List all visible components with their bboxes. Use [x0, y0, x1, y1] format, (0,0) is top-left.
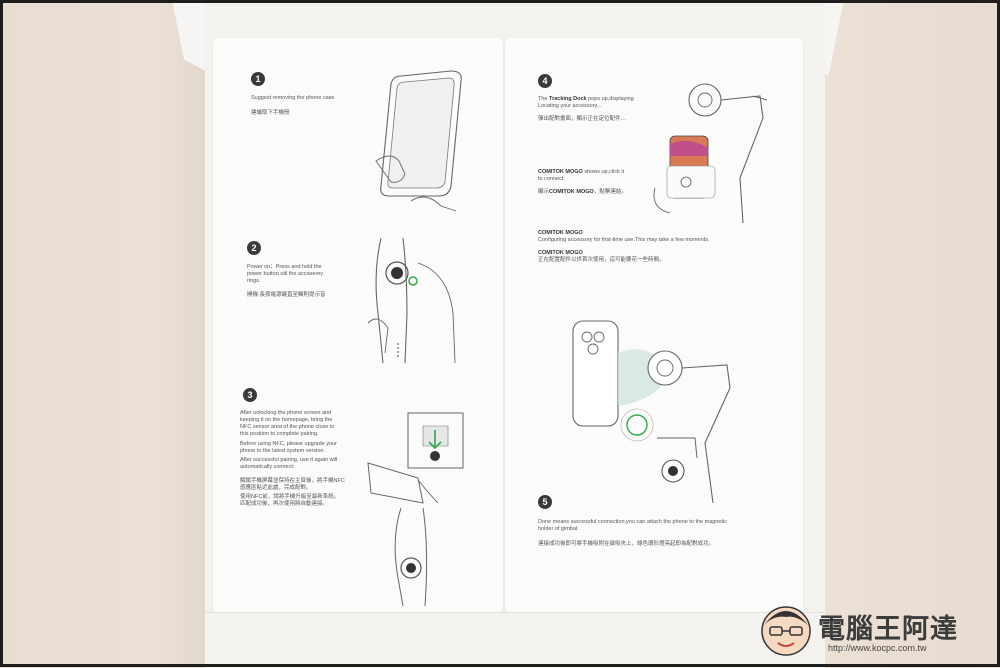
step-3-text-en-5: Before using NFC, please upgrade your [240, 441, 337, 447]
instruction-panel-right: 4 The Tracking Dock pops up,displaying L… [505, 38, 803, 613]
step-4-text-line2: Locating your accessory... [538, 103, 602, 109]
step-2-text-en-2: power button util the accseeory [247, 271, 324, 277]
step-3-text-en-4: this position to complete pairing. [240, 431, 319, 437]
step-3-text-en-3: NFC sensor area of the phone close to [240, 424, 335, 430]
step-4-text-line1: The Tracking Dock pops up,displaying [538, 96, 634, 102]
step-3-text-zh-3: 使用NFC前，請將手機升級至最新系統。 [240, 494, 340, 500]
mascot-icon [761, 606, 811, 656]
remove-case-illustration [375, 70, 462, 212]
power-on-illustration [367, 237, 456, 364]
step-1-number: 1 [251, 72, 265, 86]
step-3-text-en-8: automatically connect. [240, 464, 295, 470]
step-3-text-en-2: keeping it on the homepage, bring the [240, 417, 333, 423]
step-4-number: 4 [538, 74, 552, 88]
step-5-number: 5 [538, 495, 552, 509]
step-2-text-zh: 開機:長按電源鍵直至觸則提示音 [247, 292, 326, 298]
watermark-title: 電腦王阿達 [818, 614, 958, 645]
step-3-text-zh-1: 解鎖手機屏幕並保持在主頁後，將手機NFC [240, 478, 345, 484]
watermark: 電腦王阿達 http://www.kocpc.com.tw [756, 601, 988, 659]
tracking-dock-illustration [653, 83, 768, 223]
step-3-text-zh-4: 匹配成功後，再次使用將自動連接。 [240, 501, 329, 507]
step-3-text-en-7: After successful pairing, use it again w… [240, 457, 338, 463]
step-1-text-en: Suggest removing the phone case [251, 95, 335, 101]
watermark-url: http://www.kocpc.com.tw [828, 643, 927, 653]
step-4-comitok-1-line2: to connect. [538, 176, 565, 182]
step-4-comitok-2-text: Configuring accessory for first-time use… [538, 237, 710, 243]
step-2-number: 2 [247, 241, 261, 255]
step-3-text-zh-2: 感應區貼近此處，完成配對。 [240, 485, 312, 491]
step-4-comitok-2-title: COMITOK MOGO [538, 230, 583, 236]
step-5-text-zh: 連接成功後即可將手機吸附在磁吸夾上，綠色環形燈亮起即為配對成功。 [538, 541, 715, 547]
step-4-zh2: 顯示COMITOK MOGO，點擊連結。 [538, 189, 627, 195]
step-2-text-en-3: rings. [247, 278, 261, 284]
step-4-text-zh1: 彈出配對畫面，顯示正在定位配件… [538, 116, 627, 122]
step-4-comitok-1: COMITOK MOGO shows up,click it [538, 169, 625, 175]
step-5-text-en-2: holder of gimbal. [538, 526, 579, 532]
step-5-text-en-1: Done means successful connection,you can… [538, 519, 727, 525]
nfc-pairing-illustration [367, 412, 464, 607]
step-3-number: 3 [243, 388, 257, 402]
magnetic-holder-illustration [572, 320, 731, 503]
step-4-zh3: 正在配置配件以供首次使用，這可能要花一些時間。 [538, 257, 665, 263]
step-3-text-en-6: phone to the latest system version. [240, 448, 325, 454]
step-3-text-en-1: After unlocking the phone screen and [240, 410, 332, 416]
step-4-comitok-3-title: COMITOK MOGO [538, 250, 583, 256]
box-bottom-edge [205, 612, 825, 668]
step-1-text-zh: 建議取下手機殼 [251, 110, 290, 116]
instruction-panel-left: 1 Suggest removing the phone case 建議取下手機… [213, 38, 503, 613]
step-2-text-en-1: Power on：Press and hold the [247, 264, 322, 270]
